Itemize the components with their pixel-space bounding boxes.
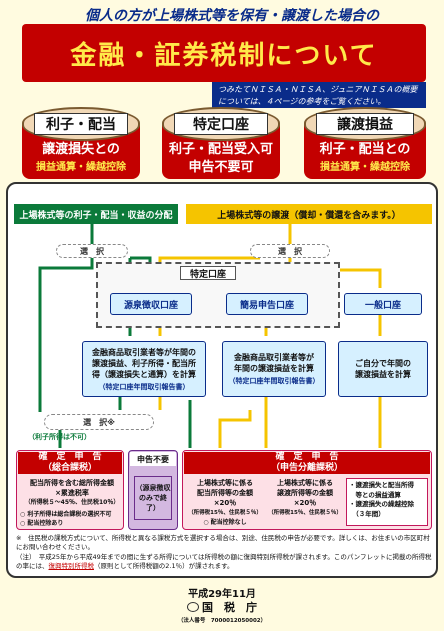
result-bunri-offset: ・譲渡損失と配当所得 等との損益通算 ・譲渡損失の繰越控除 （３年間） <box>346 478 428 526</box>
body-line: 上場株式等に係る <box>197 479 253 487</box>
footnote-1: ※ 住民税の課税方式について、所得税と異なる課税方式を選択する場合は、別途、住民… <box>16 534 430 551</box>
result-sogo-header: 確 定 申 告 （総合課税） <box>18 452 122 474</box>
body-line: （所得税５～45％、住民税10％） <box>24 499 120 506</box>
calc-box-simple: 金融商品取引業者等が 年間の譲渡損益を計算 （特定口座年間取引報告書） <box>222 341 326 397</box>
body-line: 上場株式等に係る <box>277 479 333 487</box>
card-label: 特定口座 <box>174 113 268 135</box>
body-line: ×累進税率 <box>55 489 89 497</box>
card-tokutei-koza: 利子・配当受入可 申告不要可 特定口座 <box>162 107 280 179</box>
footnote-2-text: 税の率には、 <box>16 553 432 570</box>
nta-logo-icon <box>187 602 199 612</box>
page-title: 金融・証券税制について <box>22 24 426 82</box>
select-note: （利子所得は不可） <box>28 433 91 441</box>
body-line: 配当所得等の金額 <box>197 489 253 497</box>
result-bunri-transfer: 上場株式等に係る 譲渡所得等の金額 ×20％ （所得税15％、住民税５％） <box>266 478 344 518</box>
header-dividends: 上場株式等の利子・配当・収益の分配 <box>14 204 178 224</box>
select-pill-bottom: 選 択※ <box>44 414 154 430</box>
card-line1: 譲渡損失との <box>42 142 120 157</box>
body-line: ×20％ <box>213 499 237 507</box>
body-line: 等との損益通算 <box>349 490 401 499</box>
header-line: （申告分離課税） <box>270 463 343 473</box>
body-line: （３年間） <box>349 509 385 518</box>
result-fuyo-body: （源泉徴収のみで終了） <box>134 476 172 520</box>
calc-box-general: ご自分で年間の 譲渡損益を計算 <box>338 341 428 397</box>
calc-box-withholding: 金融商品取引業者等が年間の 譲渡損益、利子所得・配当所 得（譲渡損失と通算）を計… <box>82 341 206 397</box>
result-bunri-header: 確 定 申 告 （申告分離課税） <box>184 452 430 474</box>
select-pill-right: 選 択 <box>250 244 330 258</box>
calc-line: 金融商品取引業者等が年間の <box>92 347 196 357</box>
header-line: （総合課税） <box>42 463 97 473</box>
body-line: 配当所得を含む総所得金額 <box>30 479 114 487</box>
card-line1: 利子・配当受入可 <box>168 142 273 157</box>
result-sogo-body: 配当所得を含む総所得金額 ×累進税率 （所得税５～45％、住民税10％） <box>22 478 122 508</box>
calc-line: 金融商品取引業者等が <box>234 353 314 362</box>
calc-line: ご自分で年間の <box>355 359 411 368</box>
card-line1: 利子・配当との <box>319 142 411 157</box>
footnote-2-text: （注） 平成25年から平成49年までの間に生ずる所得については所得税の額に復興特… <box>16 553 425 561</box>
account-withholding: 源泉徴収口座 <box>110 293 192 315</box>
card-label: 利子・配当 <box>34 113 128 135</box>
subtitle: 個人の方が上場株式等を保有・譲渡した場合の <box>85 8 379 24</box>
result-fuyo-header: 申告不要 <box>130 452 176 466</box>
body-line: 譲渡所得等の金額 <box>277 489 333 497</box>
body-line: （所得税15％、住民税５％） <box>188 510 262 516</box>
header-line: 確 定 申 告 <box>275 452 339 462</box>
footer-date: 平成29年11月 <box>188 589 256 600</box>
header-transfers: 上場株式等の譲渡（償却・償還を含みます。） <box>186 204 432 224</box>
result-bunri-dividend: 上場株式等に係る 配当所得等の金額 ×20％ （所得税15％、住民税５％） ○ … <box>186 478 264 528</box>
footnote-2-text: （原則として所得税額の2.1％）が課されます。 <box>94 562 234 570</box>
card-rishi-haito: 譲渡損失との 損益通算・繰越控除 利子・配当 <box>22 107 140 179</box>
footer-agency: 国 税 庁 <box>202 601 257 614</box>
calc-line: 譲渡損益を計算 <box>355 370 411 379</box>
account-general: 一般口座 <box>344 293 422 315</box>
footer-number: （法人番号 7000012050002） <box>177 618 267 624</box>
body-line: （所得税15％、住民税５％） <box>268 510 342 516</box>
card-line2: 損益通算・繰越控除 <box>36 162 126 173</box>
calc-line: 得（譲渡損失と通算）を計算 <box>92 369 196 379</box>
card-label: 譲渡損益 <box>316 113 414 135</box>
footnote-2: （注） 平成25年から平成49年までの間に生ずる所得については所得税の額に復興特… <box>16 553 432 571</box>
body-line: ×20％ <box>293 499 317 507</box>
header-line: 確 定 申 告 <box>38 452 102 462</box>
card-joto-soneki: 利子・配当との 損益通算・繰越控除 譲渡損益 <box>304 107 426 179</box>
footnote-2-highlight: 復興特別所得税 <box>48 562 95 570</box>
account-simple: 簡易申告口座 <box>226 293 308 315</box>
calc-line: 譲渡損益、利子所得・配当所 <box>92 358 196 368</box>
body-line: ・譲渡損失の繰越控除 <box>349 500 414 508</box>
result-sogo-notes: ○ 利子所得は総合課税の選択不可 ○ 配当控除あり <box>20 510 124 528</box>
bullet: ○ 利子所得は総合課税の選択不可 <box>20 511 112 518</box>
card-line2: 申告不要可 <box>188 160 254 175</box>
footer-agency-row: 国 税 庁 <box>182 600 262 614</box>
body-line: ・譲渡損失と配当所得 <box>349 481 414 489</box>
nisa-note: つみたてＮＩＳＡ・ＮＩＳＡ、ジュニアＮＩＳＡの概要については、４ページの参考をご… <box>212 82 426 108</box>
calc-note: （特定口座年間取引報告書） <box>228 377 320 385</box>
card-line2: 損益通算・繰越控除 <box>320 162 410 173</box>
bullet: ○ 配当控除あり <box>20 520 64 527</box>
select-pill-left: 選 択 <box>56 244 128 258</box>
body-line: ○ 配当控除なし <box>203 519 247 526</box>
tokutei-label: 特定口座 <box>180 266 236 280</box>
calc-note: （特定口座年間取引報告書） <box>98 382 190 391</box>
calc-line: 年間の譲渡損益を計算 <box>234 364 314 373</box>
